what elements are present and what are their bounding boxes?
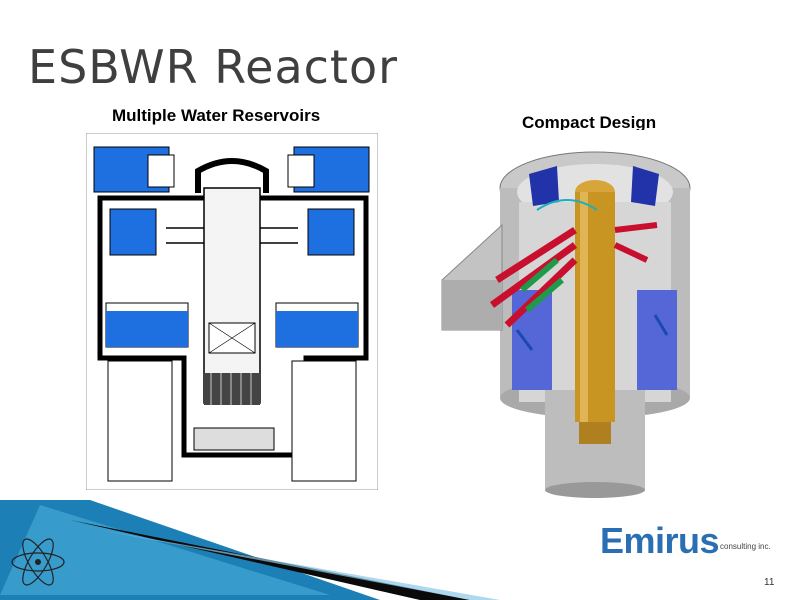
reactor-cutaway-render <box>437 130 719 498</box>
page-number: 11 <box>764 577 775 588</box>
decorative-swoosh <box>0 500 500 600</box>
atom-icon <box>11 538 65 586</box>
reactor-cross-section-diagram <box>86 133 378 490</box>
logo-tagline: consulting inc. <box>720 542 771 551</box>
left-figure-caption: Multiple Water Reservoirs <box>112 106 321 125</box>
emirus-logo: Emirus <box>600 520 720 561</box>
right-figure-caption: Compact Design <box>522 113 657 132</box>
slide-title: ESBWR Reactor <box>28 40 399 94</box>
